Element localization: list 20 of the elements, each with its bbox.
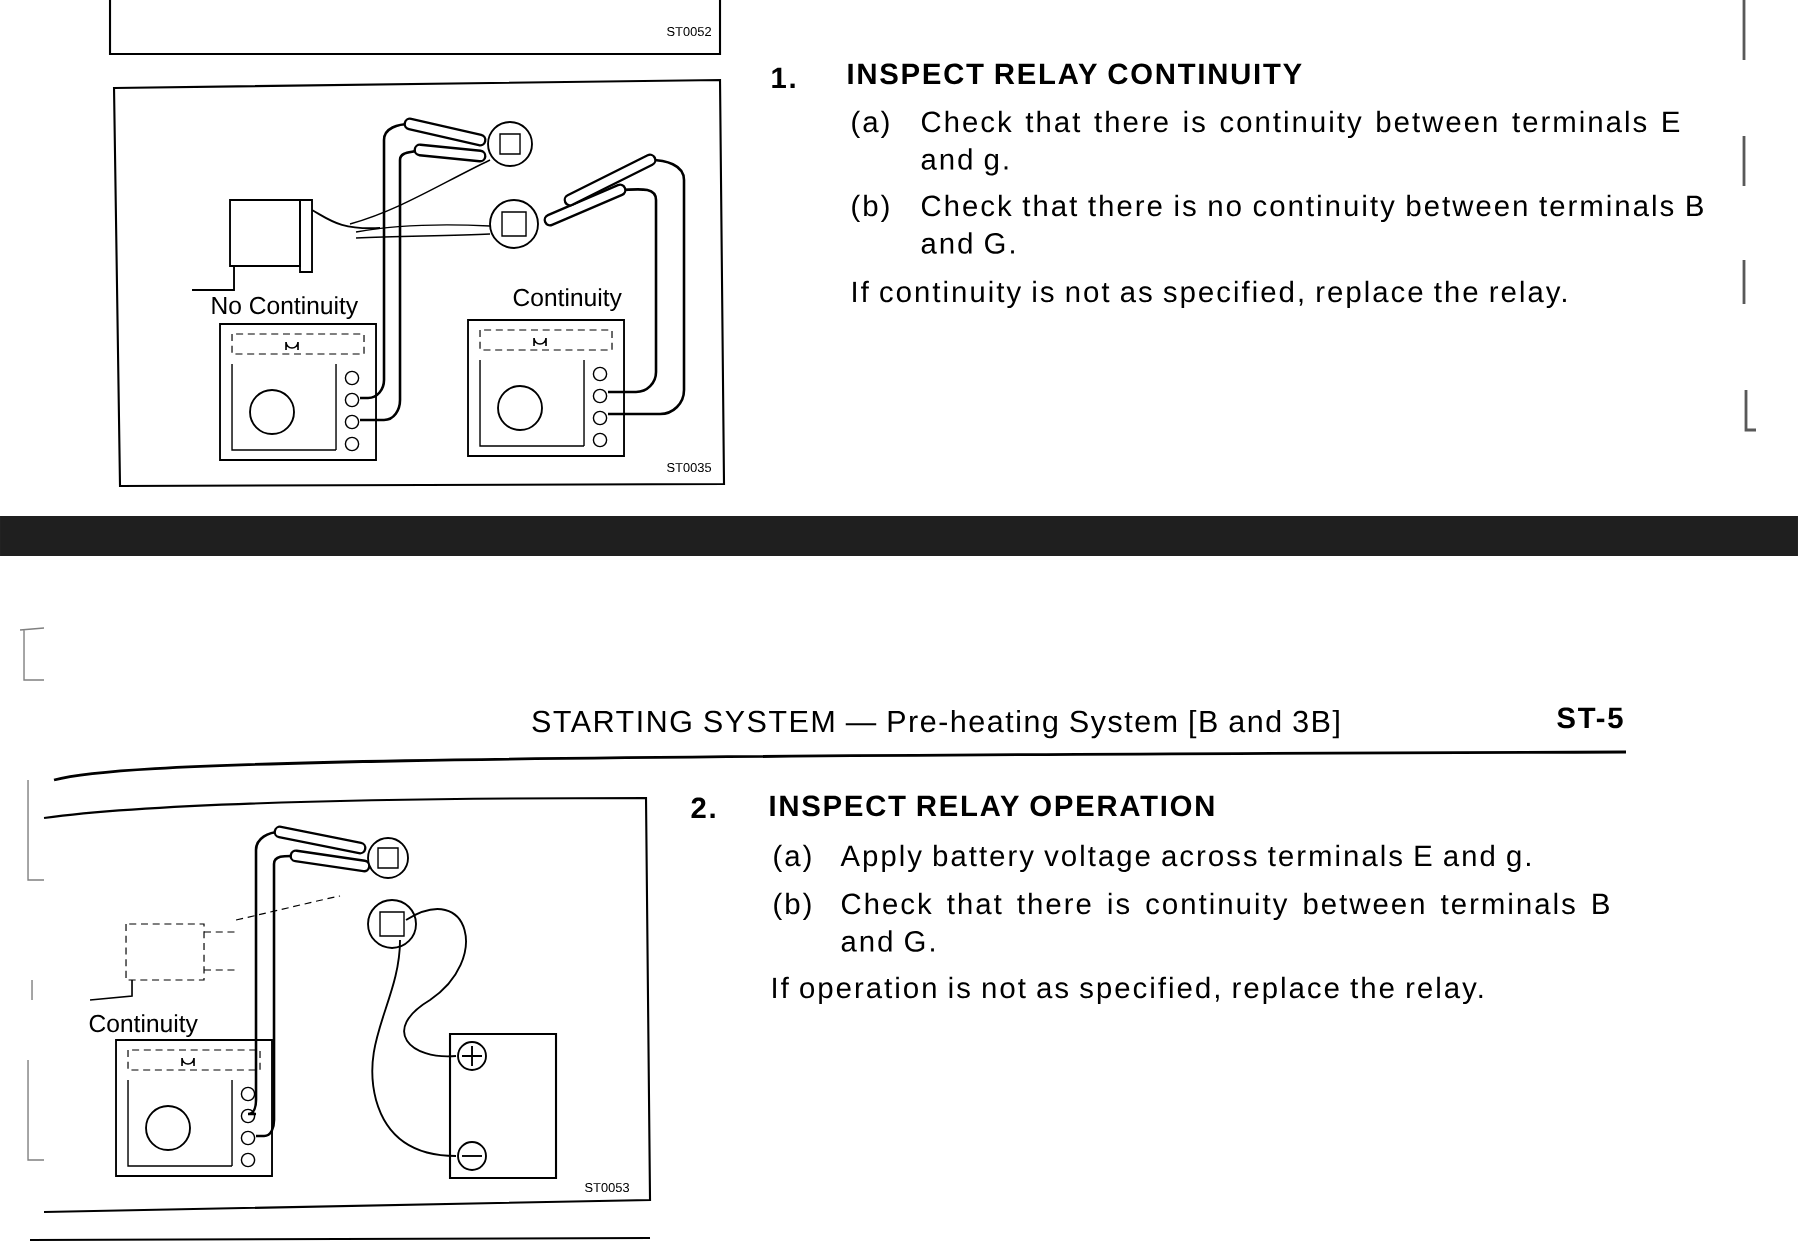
meter-label: Continuity [89, 1014, 198, 1038]
item-letter: (a) [774, 844, 811, 873]
instruction-text: Apply battery voltage across terminals E and g. [840, 844, 1530, 873]
instruction-text: Check that there is no continuity between terminals B and G. [921, 194, 1703, 254]
page-header: STARTING SYSTEM — Pre-heating System [B and 3B] [532, 709, 1339, 739]
step-number: 1. [772, 67, 795, 88]
step-heading: INSPECT RELAY CONTINUITY [848, 63, 1302, 85]
separator-bar [0, 516, 1798, 556]
instruction-text: If continuity is not as specified, replace the relay. [853, 280, 1566, 309]
page-number: ST-5 [1557, 707, 1623, 729]
instruction-text: Check that there is continuity between terminals B and G. [841, 892, 1609, 952]
item-letter: (b) [774, 892, 811, 921]
meter-label: No Continuity [212, 296, 359, 320]
item-letter: (a) [852, 110, 889, 139]
step-number: 2. [691, 797, 715, 818]
instruction-text: If operation is not as specified, replace the relay. [773, 976, 1483, 1005]
step-heading: INSPECT RELAY OPERATION [770, 795, 1214, 817]
instruction-text: Check that there is continuity between terminals E and g. [921, 110, 1680, 176]
meter-label: Continuity [513, 288, 622, 312]
item-letter: (b) [852, 194, 889, 223]
